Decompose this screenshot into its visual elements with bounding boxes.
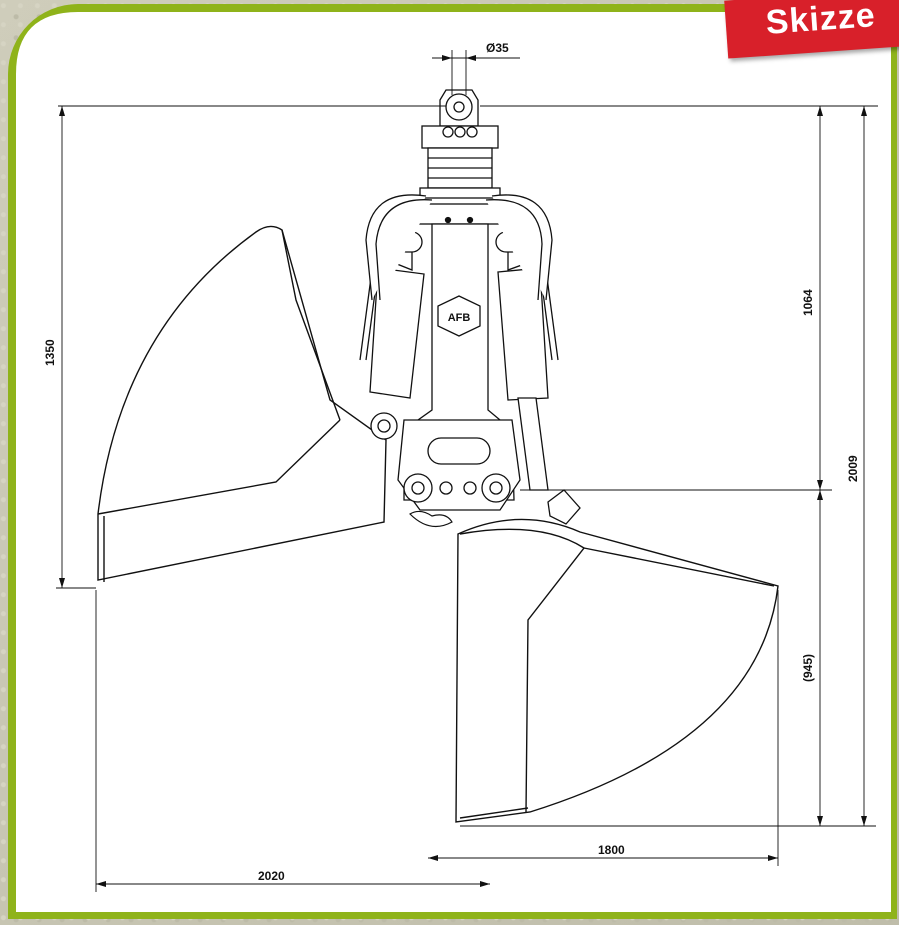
hydraulic-cylinders: [359, 194, 559, 491]
right-shell: [455, 518, 779, 823]
dim-pin-diameter: Ø35: [486, 41, 509, 55]
yoke-teeth: [409, 510, 453, 528]
skizze-badge-label: Skizze: [764, 0, 877, 42]
dim-width-closed: 1800: [598, 843, 625, 857]
afb-logo-text: AFB: [448, 312, 471, 324]
dim-height-upper: 1064: [801, 289, 815, 316]
dim-height-total: 2009: [846, 455, 860, 482]
dim-width-open: 2020: [258, 869, 285, 883]
dim-height-open: 1350: [43, 339, 57, 366]
dim-height-lower: (945): [801, 654, 815, 682]
left-shell: [97, 225, 387, 582]
dimension-arrows: [59, 55, 867, 887]
dimension-lines: [56, 50, 878, 892]
